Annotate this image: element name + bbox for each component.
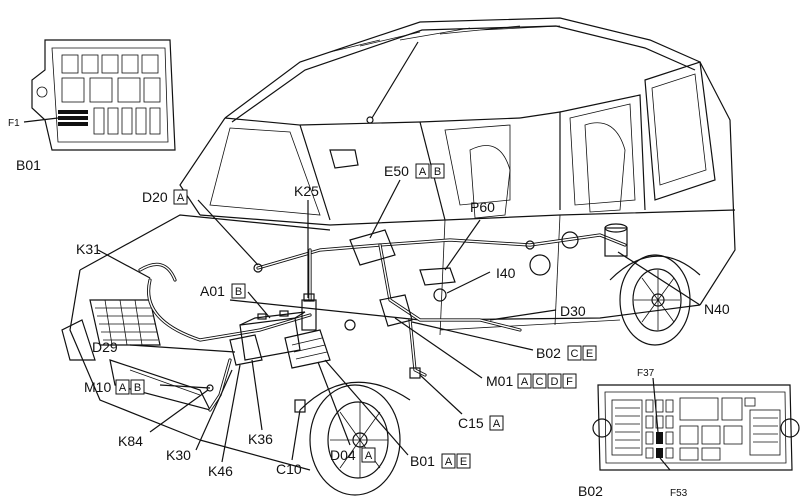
callout-d20: D20 A [142, 189, 188, 205]
variant-tag-box [115, 379, 130, 395]
callout-code: D30 [560, 303, 586, 319]
variant-tag-box [361, 447, 376, 463]
variant-tag: A [119, 382, 127, 394]
variant-tag-box [415, 163, 430, 179]
rear-wheel [619, 254, 691, 346]
b02-fuse-bottom-label: F53 [670, 488, 688, 499]
variant-tag: D [551, 376, 559, 388]
control-unit [379, 294, 413, 327]
callout-code: K36 [248, 431, 273, 447]
variant-tag-box [430, 163, 445, 179]
engine-fusebox [284, 329, 331, 369]
callout-i40: I40 [496, 265, 516, 281]
callout-p60: P60 [470, 199, 495, 215]
callout-code: B01 [410, 453, 435, 469]
callout-k25: K25 [294, 183, 319, 199]
variant-tag: B [235, 286, 242, 298]
variant-tag-box [547, 373, 562, 389]
callout-d29: D29 [92, 339, 118, 355]
b01-fuse-label: F1 [8, 118, 20, 129]
variant-tag-box [130, 379, 145, 395]
b02-fuse-grid [611, 397, 781, 461]
callout-code: N40 [704, 301, 730, 317]
callout-code: C15 [458, 415, 484, 431]
variant-tag-box [441, 453, 456, 469]
callout-d04: D04 A [330, 447, 376, 463]
callout-code: I40 [496, 265, 516, 281]
inset-b01: F1 B01 [8, 39, 176, 173]
callout-code: E50 [384, 163, 409, 179]
battery [239, 310, 306, 361]
variant-tag-box [532, 373, 547, 389]
variant-tag: A [521, 376, 529, 388]
callout-k46: K46 [208, 463, 233, 479]
callout-code: K31 [76, 241, 101, 257]
components [206, 223, 628, 413]
callout-code: K30 [166, 447, 191, 463]
variant-tag: C [536, 376, 544, 388]
callout-d30: D30 [560, 303, 586, 319]
variant-tag-box [582, 345, 597, 361]
callout-code: D29 [92, 339, 118, 355]
heater-unit [349, 229, 396, 266]
callout-code: B02 [536, 345, 561, 361]
variant-tag-box [489, 415, 504, 431]
callout-k36: K36 [248, 431, 273, 447]
callout-k31: K31 [76, 241, 101, 257]
callout-a01: A01 B [200, 283, 246, 299]
variant-tag: C [571, 348, 579, 360]
fuel-pump [604, 223, 628, 257]
variant-tag-box [456, 453, 471, 469]
callout-code: M10 [84, 379, 111, 395]
callout-code: M01 [486, 373, 513, 389]
variant-tag-box [231, 283, 246, 299]
callout-code: K25 [294, 183, 319, 199]
inset-b02: F37 F53 B02 [578, 368, 800, 499]
callout-code: P60 [470, 199, 495, 215]
variant-tag: B [134, 382, 141, 394]
front-wheel [309, 384, 401, 496]
callout-c10: C10 [276, 461, 302, 477]
b01-fuse-grid [36, 54, 161, 135]
callout-code: K46 [208, 463, 233, 479]
front-grille [89, 299, 161, 346]
variant-tag: F [566, 376, 573, 388]
callout-code: D20 [142, 189, 168, 205]
callout-code: C10 [276, 461, 302, 477]
variant-tag: E [460, 456, 467, 468]
variant-tag-box [567, 345, 582, 361]
b01-title: B01 [16, 157, 41, 173]
wiring-harness [138, 233, 627, 412]
b02-title: B02 [578, 483, 603, 499]
b02-fuse-top-label: F37 [637, 368, 655, 379]
callout-code: D04 [330, 447, 356, 463]
variant-tag: B [434, 166, 441, 178]
callout-code: A01 [200, 283, 225, 299]
variant-tag-box [562, 373, 577, 389]
variant-tag-box [173, 189, 188, 205]
variant-tag: A [493, 418, 501, 430]
variant-tag: A [177, 192, 185, 204]
variant-tag: A [419, 166, 427, 178]
variant-tag: A [445, 456, 453, 468]
reservoir [301, 293, 317, 331]
callout-code: K84 [118, 433, 143, 449]
callout-k84: K84 [118, 433, 143, 449]
leader-lines [97, 179, 701, 463]
variant-tag: E [586, 348, 593, 360]
vehicle-outline [61, 17, 736, 496]
variant-tag: A [365, 450, 373, 462]
callout-k30: K30 [166, 447, 191, 463]
callout-n40: N40 [704, 301, 730, 317]
variant-tag-box [517, 373, 532, 389]
callout-c15: C15 A [458, 415, 504, 431]
